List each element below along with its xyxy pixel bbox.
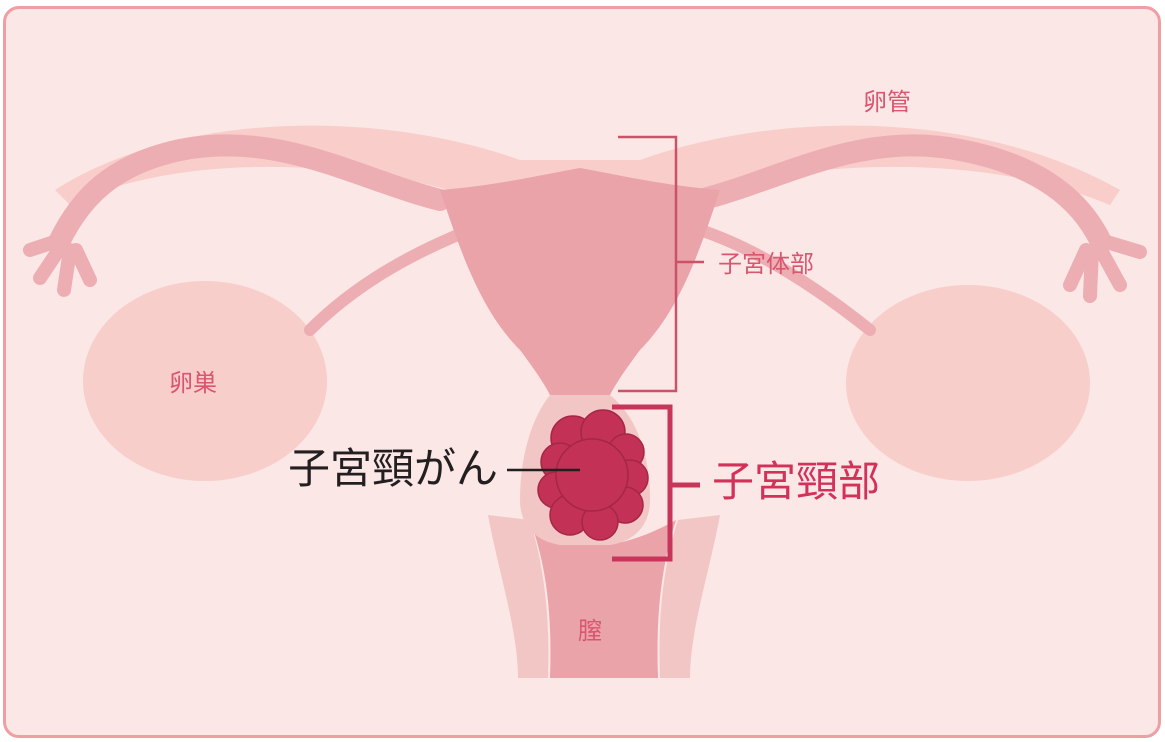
fallopian-tube-right xyxy=(689,134,1111,251)
uterine-body-bracket xyxy=(618,135,704,393)
fallopian-tube-left xyxy=(49,134,451,251)
ovarian-ligament-right xyxy=(694,224,876,336)
uterine-body xyxy=(440,168,720,395)
fimbriae-left xyxy=(23,233,97,297)
label-cervical-cancer: 子宮頸がん xyxy=(288,444,499,493)
fimbriae-right xyxy=(1063,233,1147,303)
label-uterine-body: 子宮体部 xyxy=(718,250,814,278)
cervix-bracket xyxy=(612,404,700,562)
vagina xyxy=(488,515,720,678)
label-oviduct: 卵管 xyxy=(863,88,911,116)
label-ovary: 卵巣 xyxy=(169,369,217,397)
label-cervix: 子宮頸部 xyxy=(712,457,881,506)
ovary-right xyxy=(846,285,1090,481)
label-vagina: 膣 xyxy=(578,617,602,645)
ovarian-ligament-left xyxy=(304,224,476,336)
cervical-tumor xyxy=(537,409,649,541)
ovary-left xyxy=(83,281,327,481)
